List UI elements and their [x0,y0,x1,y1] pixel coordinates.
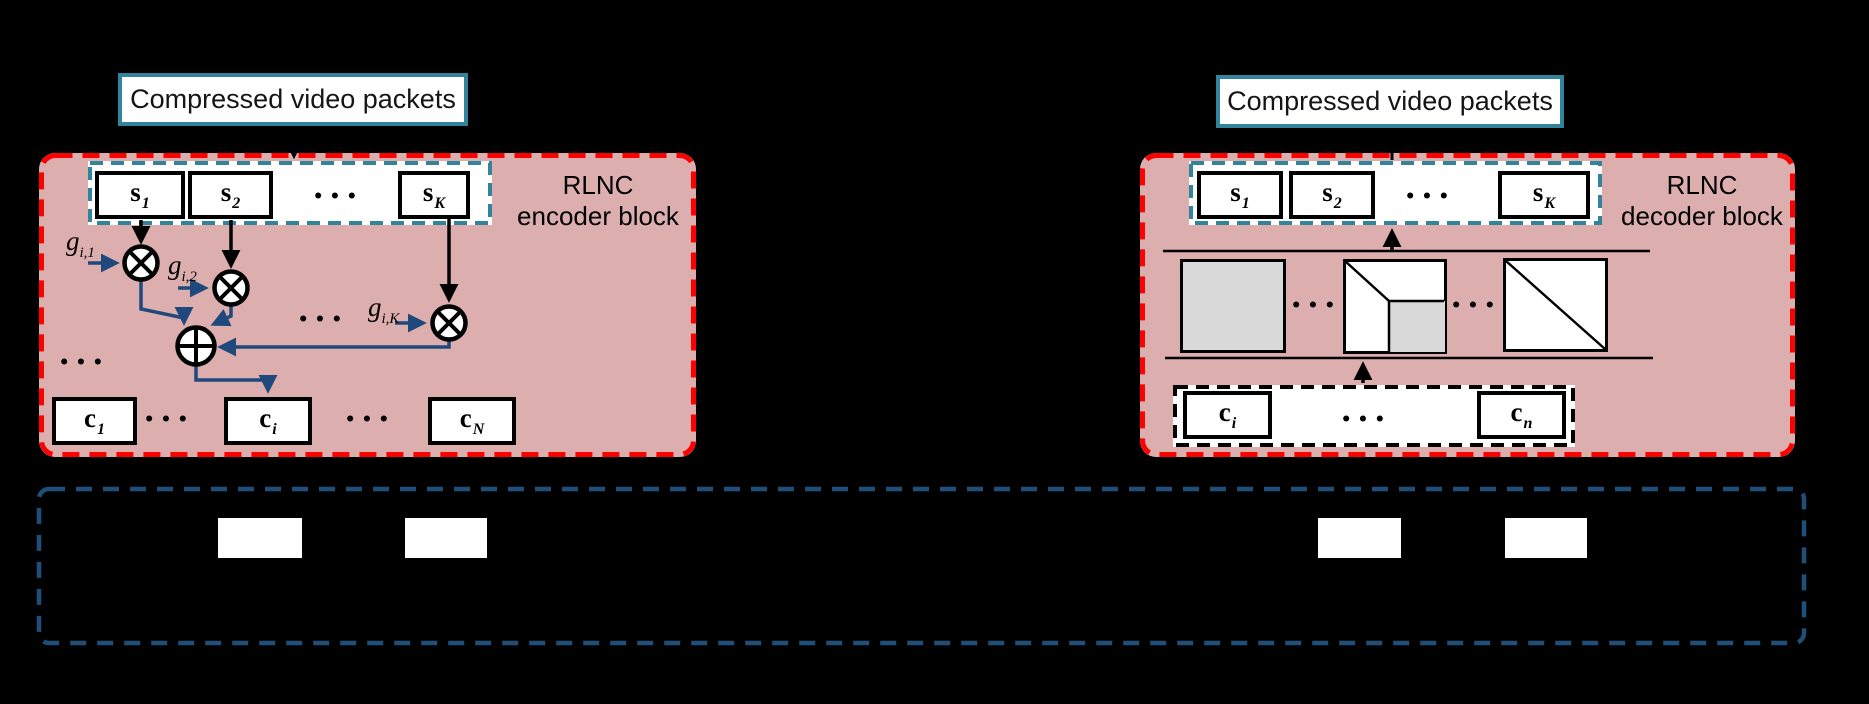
channel-packet [405,518,487,558]
decoding-matrix-decoded [1503,258,1608,352]
ellipsis: ••• [1340,410,1392,430]
packet-label: sK [1532,176,1556,212]
coefficient-label-giK: gi,K [368,294,399,327]
packet-label: ci [259,402,277,438]
packet-label: s1 [130,176,150,212]
ellipsis: ••• [297,310,349,330]
encoder-coded-packet-ci: ci [224,397,312,445]
channel-packet [1505,518,1587,558]
packet-subscript: K [1544,194,1556,212]
encoder-title: RLNC encoder block [500,170,696,232]
encoder-title-line1: RLNC [562,170,634,200]
decoder-title-line2: decoder block [1621,201,1783,231]
packet-symbol: c [459,402,472,433]
packet-subscript: N [472,420,485,438]
packet-subscript: i [1231,414,1237,432]
ellipsis: ••• [312,187,364,207]
packet-symbol: s [1230,176,1241,207]
channel-packet [1318,518,1401,558]
decoder-received-packet-cn: cn [1477,391,1566,439]
decoder-output-label: Compressed video packets [1216,75,1564,128]
packet-label: c1 [84,402,105,438]
ellipsis: ••• [1450,296,1502,316]
packet-subscript: i [272,420,277,438]
packet-subscript: 1 [141,194,150,212]
packet-label: ci [1218,396,1237,432]
coefficient-symbol: g [168,250,182,280]
ellipsis: ••• [1290,296,1342,316]
decoder-received-packet-ci: ci [1183,391,1272,439]
channel-packet [218,518,302,558]
packet-symbol: s [422,176,434,207]
encoder-source-packet-s2: s2 [188,171,273,219]
channel-zone-border [36,486,1807,646]
decoder-output-label-text: Compressed video packets [1227,86,1553,116]
packet-symbol: c [1218,396,1231,427]
packet-label: s2 [1322,176,1342,212]
coefficient-symbol: g [368,292,382,322]
packet-subscript: K [434,194,446,212]
packet-subscript: 1 [1241,194,1250,212]
encoder-input-label: Compressed video packets [118,73,468,126]
packet-symbol: s [220,176,232,207]
packet-symbol: c [84,402,96,433]
coefficient-label-gi2: gi,2 [168,252,197,285]
packet-symbol: s [1532,176,1544,207]
packet-label: sK [422,176,446,212]
decoder-source-packet-s1: s1 [1197,171,1283,219]
encoder-title-line2: encoder block [517,201,679,231]
decoder-title: RLNC decoder block [1607,170,1797,232]
packet-subscript: 2 [232,194,241,212]
packet-symbol: c [1510,396,1523,427]
encoder-source-packet-s1: s1 [95,171,185,219]
coefficient-subscript: i,K [381,311,400,327]
packet-subscript: 2 [1333,194,1342,212]
packet-symbol: s [1322,176,1333,207]
coefficient-subscript: i,2 [181,269,197,285]
packet-symbol: s [130,176,141,207]
ellipsis: ••• [143,410,195,430]
ellipsis: ••• [58,353,110,373]
coefficient-subscript: i,1 [79,245,95,261]
decoding-matrix-partial [1343,259,1447,354]
packet-symbol: c [259,402,272,433]
coefficient-label-gi1: gi,1 [66,228,95,261]
coefficient-symbol: g [66,226,80,256]
encoder-coded-packet-cN: cN [428,397,516,445]
decoder-title-line1: RLNC [1666,170,1738,200]
ellipsis: ••• [344,410,396,430]
packet-label: s1 [1230,176,1250,212]
packet-subscript: n [1523,414,1533,432]
encoder-input-label-text: Compressed video packets [130,84,456,114]
decoding-matrix-undecoded [1180,259,1286,353]
packet-subscript: 1 [96,420,105,438]
packet-label: cN [459,402,485,438]
decoder-source-packet-s2: s2 [1289,171,1375,219]
packet-label: s2 [220,176,241,212]
decoder-source-packet-sK: sK [1498,171,1590,219]
ellipsis: ••• [1404,187,1456,207]
encoder-coded-packet-c1: c1 [52,397,137,445]
encoder-source-packet-sK: sK [398,171,470,219]
packet-label: cn [1510,396,1533,432]
